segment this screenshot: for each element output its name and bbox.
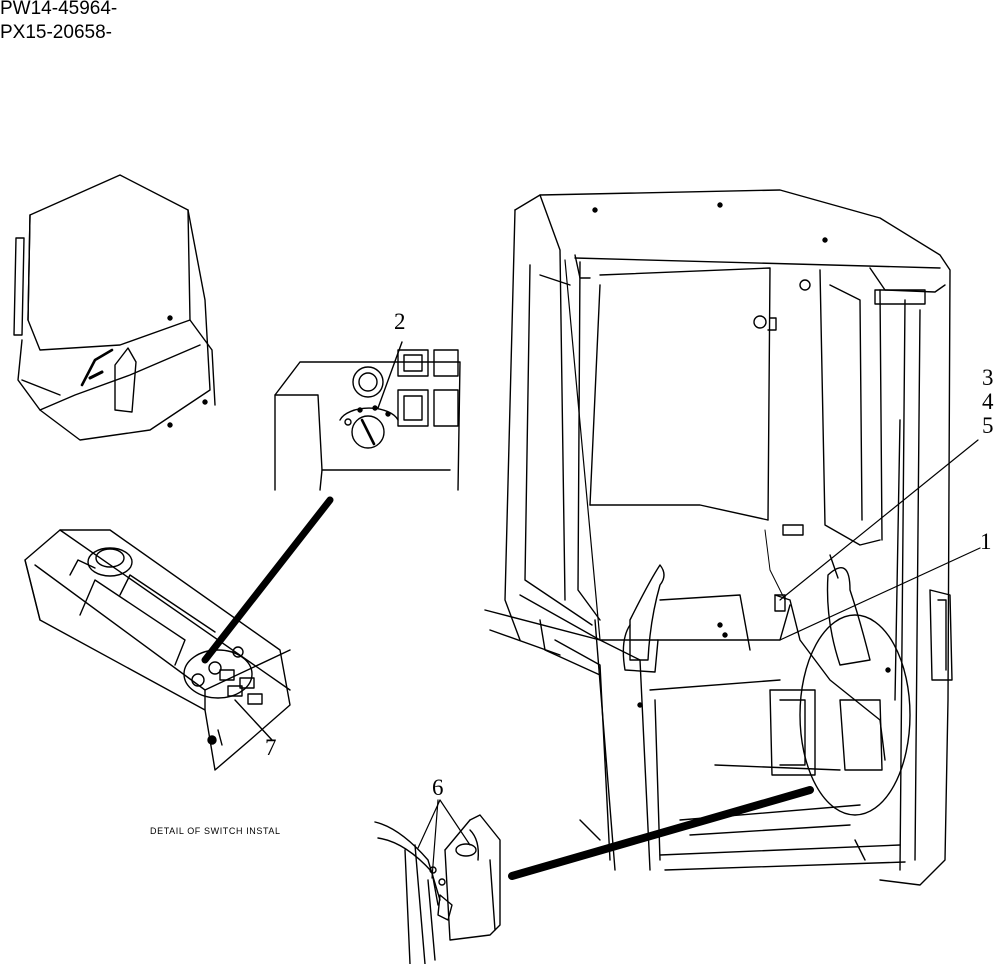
- console-detail-drawing: [25, 530, 290, 770]
- callout-1: 1: [980, 529, 992, 554]
- serial-number-range-2: PX15-20658-: [0, 22, 112, 43]
- detail-leader-line: [205, 500, 330, 660]
- leader-1: [780, 548, 980, 640]
- callout-leaders: [418, 440, 980, 878]
- callout-2: 2: [394, 309, 406, 334]
- callout-5: 5: [982, 413, 994, 438]
- switch-panel-detail-drawing: [275, 342, 460, 490]
- reservoir-leader-line: [512, 790, 810, 876]
- seat-detail-drawing: [14, 175, 215, 440]
- serial-number-range-1: PW14-45964-: [0, 0, 118, 19]
- leader-6b: [432, 800, 438, 878]
- leader-6a: [418, 800, 440, 848]
- callout-3: 3: [982, 365, 994, 390]
- callout-4: 4: [982, 389, 994, 414]
- leader-5: [780, 440, 978, 600]
- reservoir-detail-drawing: [375, 815, 500, 964]
- callout-7: 7: [265, 735, 277, 760]
- callout-6: 6: [432, 775, 444, 800]
- cab-assembly-drawing: [485, 190, 952, 885]
- leader-6c: [440, 800, 470, 845]
- detail-caption: DETAIL OF SWITCH INSTAL: [150, 826, 281, 836]
